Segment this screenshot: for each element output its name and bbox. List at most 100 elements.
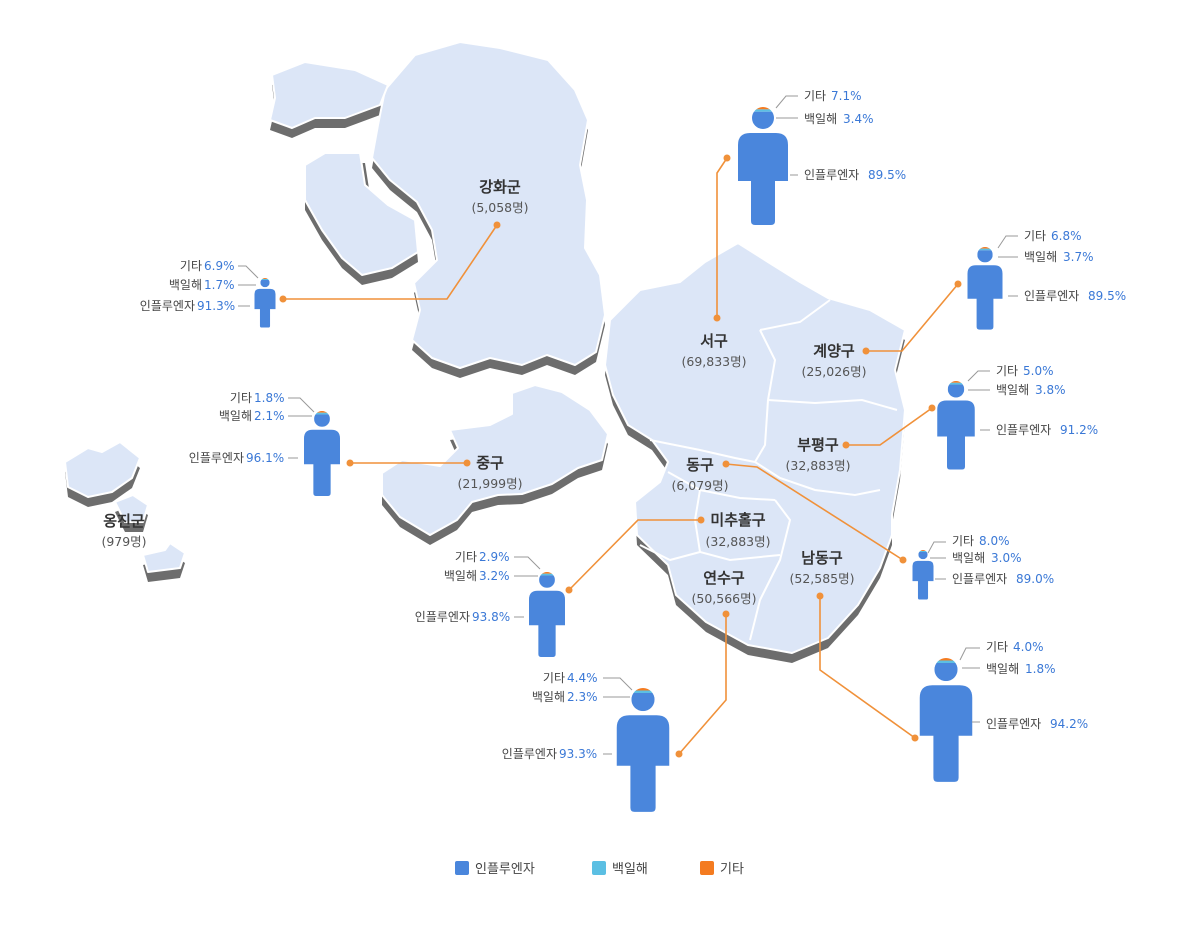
person-body-seo: [738, 133, 788, 225]
label-other-gyeyang: 기타: [1024, 229, 1046, 243]
head-band-influenza-namdong: [934, 662, 958, 682]
district-name-gyeyang: 계양구: [813, 342, 855, 360]
legend-label-other: 기타: [720, 862, 744, 877]
person-head-michuhol: [539, 572, 555, 588]
stats-yeonsu: 기타 4.4% 백일해 2.3% 인플루엔자 93.3%: [502, 671, 633, 761]
value-pertussis-yeonsu: 2.3%: [567, 690, 598, 704]
value-influenza-bupyeong: 91.2%: [1060, 423, 1098, 437]
seongmo-island[interactable]: [304, 152, 419, 276]
value-pertussis-namdong: 1.8%: [1025, 662, 1056, 676]
value-pertussis-ganghwa: 1.7%: [204, 278, 235, 292]
district-pop-seo: (69,833명): [682, 354, 747, 369]
person-head-yeonsu: [631, 688, 655, 712]
head-band-other-dong: [918, 550, 928, 551]
legend-swatch-pertussis: [592, 860, 606, 875]
value-pertussis-seo: 3.4%: [843, 112, 874, 126]
head-band-other-bupyeong: [947, 381, 965, 383]
label-influenza-bupyeong: 인플루엔자: [996, 423, 1051, 437]
label-influenza-seo: 인플루엔자: [804, 168, 859, 182]
jung-island[interactable]: [381, 384, 609, 536]
person-head-ganghwa: [260, 278, 270, 288]
label-pertussis-bupyeong: 백일해: [996, 383, 1029, 397]
legend: 인플루엔자 백일해 기타: [0, 858, 1200, 878]
head-band-other-ganghwa: [260, 278, 270, 279]
district-pop-yeonsu: (50,566명): [692, 591, 757, 606]
head-band-influenza-yeonsu: [631, 692, 655, 712]
value-influenza-gyeyang: 89.5%: [1088, 289, 1126, 303]
ganghwa-island[interactable]: [371, 41, 606, 369]
ongjin-island-3[interactable]: [142, 542, 186, 573]
label-influenza-namdong: 인플루엔자: [986, 717, 1041, 731]
leader-michuhol: [568, 519, 701, 591]
head-band-pertussis-dong: [918, 550, 928, 552]
label-influenza-dong: 인플루엔자: [952, 572, 1007, 586]
label-pertussis-dong: 백일해: [952, 551, 985, 565]
value-pertussis-bupyeong: 3.8%: [1035, 383, 1066, 397]
label-other-yeonsu: 기타: [543, 671, 565, 685]
label-pertussis-seo: 백일해: [804, 112, 837, 126]
person-icon-bupyeong: [937, 381, 975, 470]
value-pertussis-jung: 2.1%: [254, 409, 285, 423]
head-band-pertussis-seo: [752, 109, 774, 112]
person-head-jung: [314, 411, 330, 427]
value-influenza-seo: 89.5%: [868, 168, 906, 182]
district-borders: [639, 299, 898, 641]
head-band-other-namdong: [934, 658, 958, 661]
head-band-influenza-seo: [752, 111, 774, 129]
head-band-other-seo: [752, 107, 774, 110]
person-icon-ganghwa: [254, 278, 276, 328]
stats-michuhol: 기타 2.9% 백일해 3.2% 인플루엔자 93.8%: [415, 550, 541, 624]
stats-ganghwa: 기타 6.9% 백일해 1.7% 인플루엔자 91.3%: [140, 259, 259, 313]
legend-item-pertussis: 백일해: [592, 858, 648, 877]
ongjin-island-1[interactable]: [64, 441, 141, 498]
label-influenza-ganghwa: 인플루엔자: [140, 299, 195, 313]
gyodong-island[interactable]: [269, 61, 389, 129]
stats-jung: 기타 1.8% 백일해 2.1% 인플루엔자 96.1%: [189, 391, 315, 465]
value-other-yeonsu: 4.4%: [567, 671, 598, 685]
label-other-ganghwa: 기타: [180, 259, 202, 273]
leader-namdong: [819, 596, 916, 739]
district-pop-gyeyang: (25,026명): [802, 364, 867, 379]
value-other-jung: 1.8%: [254, 391, 285, 405]
person-head-gyeyang: [977, 247, 993, 263]
district-name-yeonsu: 연수구: [703, 569, 745, 587]
leader-dong: [725, 463, 904, 561]
label-pertussis-namdong: 백일해: [986, 662, 1019, 676]
person-body-dong: [912, 560, 934, 600]
district-name-ongjin: 옹진군: [103, 512, 145, 530]
person-icon-gyeyang: [967, 247, 1003, 330]
district-name-jung: 중구: [476, 454, 504, 472]
label-pertussis-yeonsu: 백일해: [532, 690, 565, 704]
value-influenza-michuhol: 93.8%: [472, 610, 510, 624]
district-pop-jung: (21,999명): [458, 476, 523, 491]
value-pertussis-michuhol: 3.2%: [479, 569, 510, 583]
label-pertussis-ganghwa: 백일해: [169, 278, 202, 292]
person-icon-seo: [738, 107, 788, 225]
person-icon-dong: [912, 550, 934, 600]
district-name-ganghwa: 강화군: [479, 178, 521, 196]
head-band-pertussis-bupyeong: [947, 382, 965, 385]
value-other-gyeyang: 6.8%: [1051, 229, 1082, 243]
legend-swatch-other: [700, 860, 714, 875]
district-name-namdong: 남동구: [801, 549, 843, 567]
person-icon-yeonsu: [616, 688, 670, 812]
map-land: [64, 41, 906, 654]
value-influenza-ganghwa: 91.3%: [197, 299, 235, 313]
district-pop-michuhol: (32,883명): [706, 534, 771, 549]
district-pop-dong: (6,079명): [671, 478, 728, 493]
value-other-ganghwa: 6.9%: [204, 259, 235, 273]
label-influenza-yeonsu: 인플루엔자: [502, 747, 557, 761]
district-labels: 강화군 (5,058명) 서구 (69,833명) 계양구 (25,026명) …: [101, 178, 866, 606]
leader-gyeyang: [866, 283, 959, 352]
head-band-pertussis-namdong: [934, 660, 958, 663]
legend-swatch-influenza: [455, 860, 469, 875]
head-band-other-michuhol: [539, 572, 555, 574]
label-other-seo: 기타: [804, 89, 826, 103]
label-influenza-michuhol: 인플루엔자: [415, 610, 470, 624]
ongjin-island-2[interactable]: [114, 494, 149, 523]
leader-bupyeong: [846, 407, 933, 446]
value-pertussis-dong: 3.0%: [991, 551, 1022, 565]
person-body-ganghwa: [254, 288, 276, 328]
incheon-mainland[interactable]: [604, 242, 906, 654]
head-band-influenza-jung: [314, 414, 330, 427]
